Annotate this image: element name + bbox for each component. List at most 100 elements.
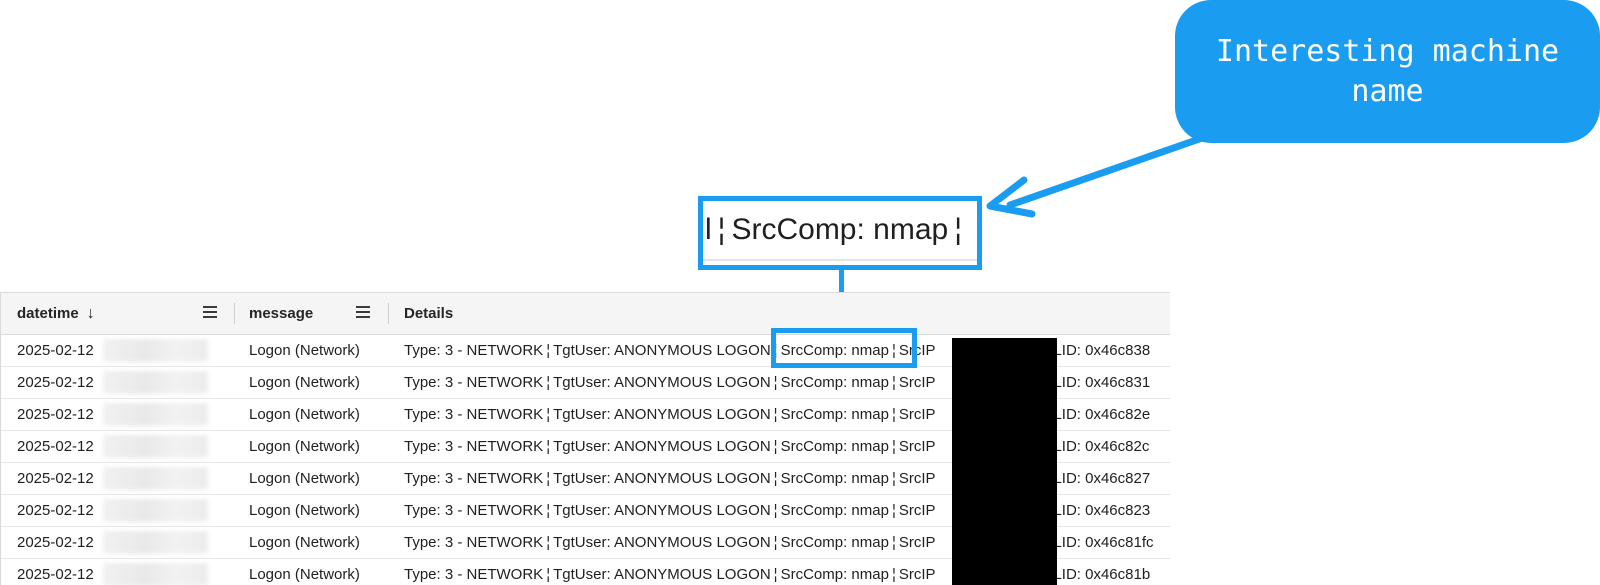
detail-srccomp: SrcComp: nmap [780, 438, 889, 455]
cell-details: Type: 3 - NETWORK¦TgtUser: ANONYMOUS LOG… [404, 367, 1150, 398]
detail-separator: ¦ [546, 406, 551, 423]
redaction-block [952, 338, 1057, 585]
detail-type: Type: 3 - NETWORK [404, 438, 544, 455]
cell-datetime: 2025-02-12 [17, 374, 94, 391]
srccomp-highlight [771, 328, 917, 368]
blurred-time [103, 339, 208, 362]
blurred-time [103, 563, 208, 585]
cell-message: Logon (Network) [249, 406, 360, 423]
detail-tgtuser: TgtUser: ANONYMOUS LOGON [553, 566, 771, 583]
cell-message: Logon (Network) [249, 534, 360, 551]
table-row[interactable]: 2025-02-12 Logon (Network) Type: 3 - NETWO… [1, 463, 1170, 495]
blurred-time [103, 371, 208, 394]
zoom-srccomp-text: SrcComp: nmap [731, 213, 949, 246]
detail-separator: ¦ [773, 470, 778, 487]
column-label-datetime: datetime [17, 305, 79, 322]
column-divider[interactable] [234, 303, 235, 324]
cell-details: Type: 3 - NETWORK¦TgtUser: ANONYMOUS LOG… [404, 335, 1150, 366]
detail-type: Type: 3 - NETWORK [404, 566, 544, 583]
cell-datetime: 2025-02-12 [17, 342, 94, 359]
cell-details: Type: 3 - NETWORK¦TgtUser: ANONYMOUS LOG… [404, 463, 1150, 494]
column-header-datetime[interactable]: datetime ↓ [17, 293, 235, 334]
column-header-message[interactable]: message [249, 293, 389, 334]
blurred-time [103, 531, 208, 554]
cell-message: Logon (Network) [249, 502, 360, 519]
detail-separator: ¦ [891, 438, 896, 455]
detail-lid: LID: 0x46c827 [1053, 470, 1151, 487]
zoom-separator: ¦ [717, 213, 726, 246]
detail-srccomp: SrcComp: nmap [780, 566, 889, 583]
detail-lid: LID: 0x46c823 [1053, 502, 1151, 519]
detail-srcip: SrcIP [898, 374, 936, 391]
column-menu-icon-message[interactable] [356, 306, 370, 318]
cell-datetime: 2025-02-12 [17, 438, 94, 455]
detail-separator: ¦ [773, 502, 778, 519]
cell-details: Type: 3 - NETWORK¦TgtUser: ANONYMOUS LOG… [404, 527, 1154, 558]
detail-separator: ¦ [891, 502, 896, 519]
detail-type: Type: 3 - NETWORK [404, 406, 544, 423]
detail-separator: ¦ [546, 566, 551, 583]
column-menu-icon-datetime[interactable] [203, 306, 217, 318]
table-row[interactable]: 2025-02-12 Logon (Network) Type: 3 - NETWO… [1, 559, 1170, 585]
detail-type: Type: 3 - NETWORK [404, 470, 544, 487]
annotation-callout: Interesting machine name [1175, 0, 1600, 143]
detail-separator: ¦ [773, 406, 778, 423]
detail-srcip: SrcIP [898, 342, 936, 359]
detail-srcip: SrcIP [898, 406, 936, 423]
zoom-content: l ¦ SrcComp: nmap ¦ [703, 201, 977, 261]
cell-datetime: 2025-02-12 [17, 566, 94, 583]
callout-text: Interesting machine name [1215, 33, 1560, 109]
cell-details: Type: 3 - NETWORK¦TgtUser: ANONYMOUS LOG… [404, 559, 1150, 585]
detail-separator: ¦ [773, 534, 778, 551]
detail-separator: ¦ [891, 374, 896, 391]
detail-type: Type: 3 - NETWORK [404, 374, 544, 391]
cell-datetime: 2025-02-12 [17, 470, 94, 487]
cell-details: Type: 3 - NETWORK¦TgtUser: ANONYMOUS LOG… [404, 399, 1150, 430]
detail-separator: ¦ [546, 342, 551, 359]
cell-datetime: 2025-02-12 [17, 406, 94, 423]
detail-tgtuser: TgtUser: ANONYMOUS LOGON [553, 438, 771, 455]
detail-lid: LID: 0x46c838 [1053, 342, 1151, 359]
zoom-left-fragment: l [705, 213, 712, 246]
table-row[interactable]: 2025-02-12 Logon (Network) Type: 3 - NETWO… [1, 399, 1170, 431]
column-header-details[interactable]: Details [404, 293, 904, 334]
detail-separator: ¦ [891, 342, 896, 359]
table-row[interactable]: 2025-02-12 Logon (Network) Type: 3 - NETWO… [1, 367, 1170, 399]
detail-separator: ¦ [891, 534, 896, 551]
detail-srcip: SrcIP [898, 566, 936, 583]
column-label-message: message [249, 305, 314, 322]
detail-srcip: SrcIP [898, 502, 936, 519]
arrow-head [986, 176, 1036, 218]
detail-lid: LID: 0x46c81fc [1053, 534, 1154, 551]
cell-details: Type: 3 - NETWORK¦TgtUser: ANONYMOUS LOG… [404, 431, 1149, 462]
detail-lid: LID: 0x46c82e [1053, 406, 1151, 423]
detail-lid: LID: 0x46c81b [1053, 566, 1151, 583]
cell-message: Logon (Network) [249, 374, 360, 391]
detail-type: Type: 3 - NETWORK [404, 534, 544, 551]
cell-message: Logon (Network) [249, 566, 360, 583]
cell-message: Logon (Network) [249, 438, 360, 455]
sort-descending-icon[interactable]: ↓ [86, 304, 95, 322]
zoom-magnifier: l ¦ SrcComp: nmap ¦ [698, 196, 982, 270]
detail-separator: ¦ [891, 470, 896, 487]
detail-separator: ¦ [546, 502, 551, 519]
column-label-details: Details [404, 305, 454, 322]
detail-srcip: SrcIP [898, 470, 936, 487]
detail-tgtuser: TgtUser: ANONYMOUS LOGON [553, 502, 771, 519]
column-divider[interactable] [388, 303, 389, 324]
detail-separator: ¦ [773, 438, 778, 455]
blurred-time [103, 435, 208, 458]
detail-separator: ¦ [773, 566, 778, 583]
detail-srccomp: SrcComp: nmap [780, 406, 889, 423]
arrow-shaft [1006, 133, 1209, 209]
blurred-time [103, 403, 208, 426]
table-header: datetime ↓ message Details [1, 293, 1170, 335]
detail-srcip: SrcIP [898, 438, 936, 455]
cell-message: Logon (Network) [249, 470, 360, 487]
detail-srccomp: SrcComp: nmap [780, 342, 889, 359]
table-row[interactable]: 2025-02-12 Logon (Network) Type: 3 - NETWO… [1, 431, 1170, 463]
